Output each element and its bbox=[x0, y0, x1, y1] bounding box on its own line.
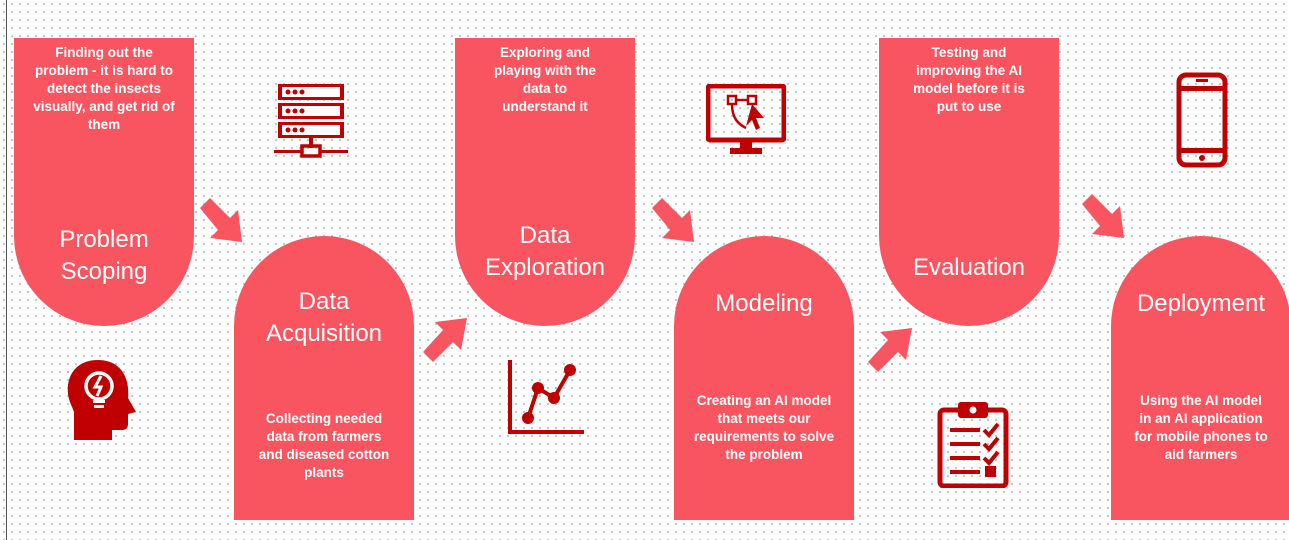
monitor-design-icon bbox=[706, 84, 786, 154]
stage-problem-scoping: Finding out the problem - it is hard to … bbox=[14, 38, 194, 326]
stage-title: Evaluation bbox=[912, 254, 1026, 281]
stage-description: Testing and improving the AI model befor… bbox=[913, 45, 1025, 114]
clipboard-checklist-icon bbox=[937, 402, 1009, 488]
line-chart-icon bbox=[508, 360, 584, 434]
stage-title: Problem Scoping bbox=[59, 226, 149, 285]
stage-title: Deployment bbox=[1136, 290, 1266, 317]
stage-description: Exploring and playing with the data to u… bbox=[493, 45, 596, 114]
arrow-down-right-icon bbox=[200, 198, 242, 242]
stage-data-acquisition: Data Acquisition Collecting needed data … bbox=[234, 236, 414, 520]
arrow-down-right-icon bbox=[652, 198, 694, 242]
stage-deployment: Deployment Using the AI model in an AI a… bbox=[1111, 236, 1289, 520]
stage-description: Collecting needed data from farmers and … bbox=[258, 411, 390, 480]
smartphone-icon bbox=[1176, 72, 1228, 168]
stage-description: Finding out the problem - it is hard to … bbox=[33, 45, 175, 132]
stage-description: Using the AI model in an AI application … bbox=[1134, 393, 1268, 462]
arrow-down-right-icon bbox=[1082, 194, 1124, 238]
stage-title: Data Exploration bbox=[484, 222, 606, 281]
stage-title: Modeling bbox=[715, 290, 813, 317]
stage-data-exploration: Exploring and playing with the data to u… bbox=[455, 38, 635, 326]
page-left-border bbox=[6, 0, 7, 540]
stage-evaluation: Testing and improving the AI model befor… bbox=[879, 38, 1059, 326]
stage-description: Creating an AI model that meets our requ… bbox=[693, 393, 835, 462]
arrow-up-right-icon bbox=[868, 328, 912, 372]
head-lightbulb-icon bbox=[67, 360, 136, 440]
stage-title: Data Acquisition bbox=[265, 288, 383, 347]
stage-modeling: Modeling Creating an AI model that meets… bbox=[674, 236, 854, 520]
server-network-icon bbox=[274, 84, 348, 158]
arrow-up-right-icon bbox=[423, 318, 467, 362]
